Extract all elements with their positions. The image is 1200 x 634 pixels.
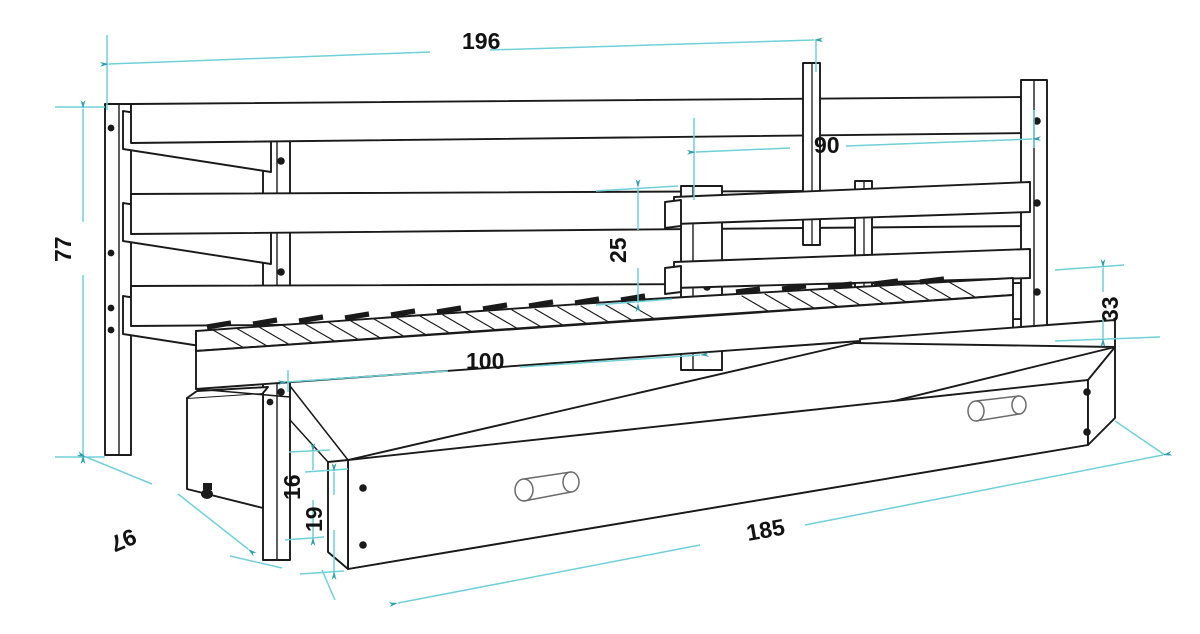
headboard-left-post: [104, 103, 132, 456]
inner-frame-edge: [195, 388, 291, 398]
drawer-runner-left-lower: [289, 419, 329, 463]
dimension-label-overall-length: 196: [462, 28, 500, 54]
caster-wheel-icon: [201, 483, 213, 499]
drawer-handle-left[interactable]: [514, 471, 580, 502]
dimension-headboard-height: [55, 100, 105, 464]
dimension-labels: 196 77 90 25 100 33 97 16 19 185: [50, 28, 1123, 557]
dimension-label-mattress-width: 100: [466, 348, 504, 374]
dimension-rail-height: [595, 179, 679, 312]
dimension-rail-length: [686, 110, 1042, 200]
slatted-base: [195, 276, 1014, 353]
rail-stub-upper: [664, 199, 682, 229]
dimension-drawer-length: [321, 420, 1173, 608]
dimension-label-drawer-front-height: 19: [301, 506, 327, 532]
drawer-runner-left: [289, 385, 349, 461]
dimension-layer: [55, 35, 1173, 608]
dimension-frame-height: [1054, 259, 1161, 347]
dimension-label-frame-height: 33: [1097, 296, 1123, 322]
dimension-label-drawer-length: 185: [744, 514, 787, 546]
dimension-overall-length: [99, 35, 824, 110]
dimension-bed-depth: [76, 451, 283, 569]
drawer-handle-right[interactable]: [967, 395, 1027, 422]
dimension-label-drawer-inner-height: 16: [279, 474, 305, 500]
storage-drawer: [327, 342, 1116, 570]
rail-stub-lower: [664, 265, 682, 295]
dimension-label-rail-height: 25: [605, 237, 631, 263]
inner-drawer-panel: [186, 386, 269, 509]
back-rail-top-slat: [130, 96, 1031, 144]
dimension-label-headboard-height: 77: [50, 236, 76, 262]
dimension-drawer-front-height: [299, 463, 349, 580]
dimension-drawer-inner-height: [284, 443, 331, 546]
dimension-label-rail-length: 90: [814, 132, 840, 158]
dimension-label-bed-depth: 97: [106, 523, 140, 557]
bed-geometry: [104, 62, 1116, 570]
dimension-mattress-width: [277, 352, 710, 392]
